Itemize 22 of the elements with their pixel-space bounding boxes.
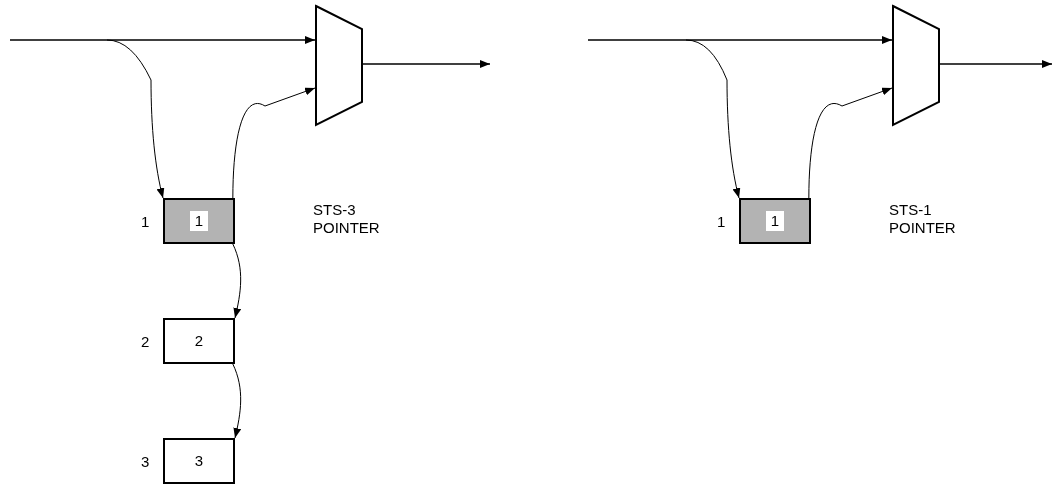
index-number: 1	[717, 212, 726, 230]
arrow	[9, 36, 316, 44]
arrow	[232, 363, 242, 439]
arrow	[685, 39, 741, 199]
multiplexer-symbol	[315, 5, 363, 126]
arrow	[808, 87, 893, 199]
arrow	[106, 39, 165, 199]
multiplexer-symbol	[892, 5, 940, 126]
pointer-label: STS-1 POINTER	[889, 201, 957, 237]
index-number: 1	[141, 212, 150, 230]
arrow	[232, 243, 242, 319]
arrow	[939, 60, 1053, 68]
box-number: 1	[765, 211, 785, 231]
arrow	[232, 87, 316, 199]
box-number: 1	[189, 211, 209, 231]
index-number: 3	[141, 452, 150, 470]
box-number: 3	[193, 451, 205, 471]
pointer-label: STS-3 POINTER	[313, 201, 381, 237]
arrow	[587, 36, 893, 44]
box-number: 2	[193, 331, 205, 351]
arrow	[362, 60, 491, 68]
index-number: 2	[141, 332, 150, 350]
